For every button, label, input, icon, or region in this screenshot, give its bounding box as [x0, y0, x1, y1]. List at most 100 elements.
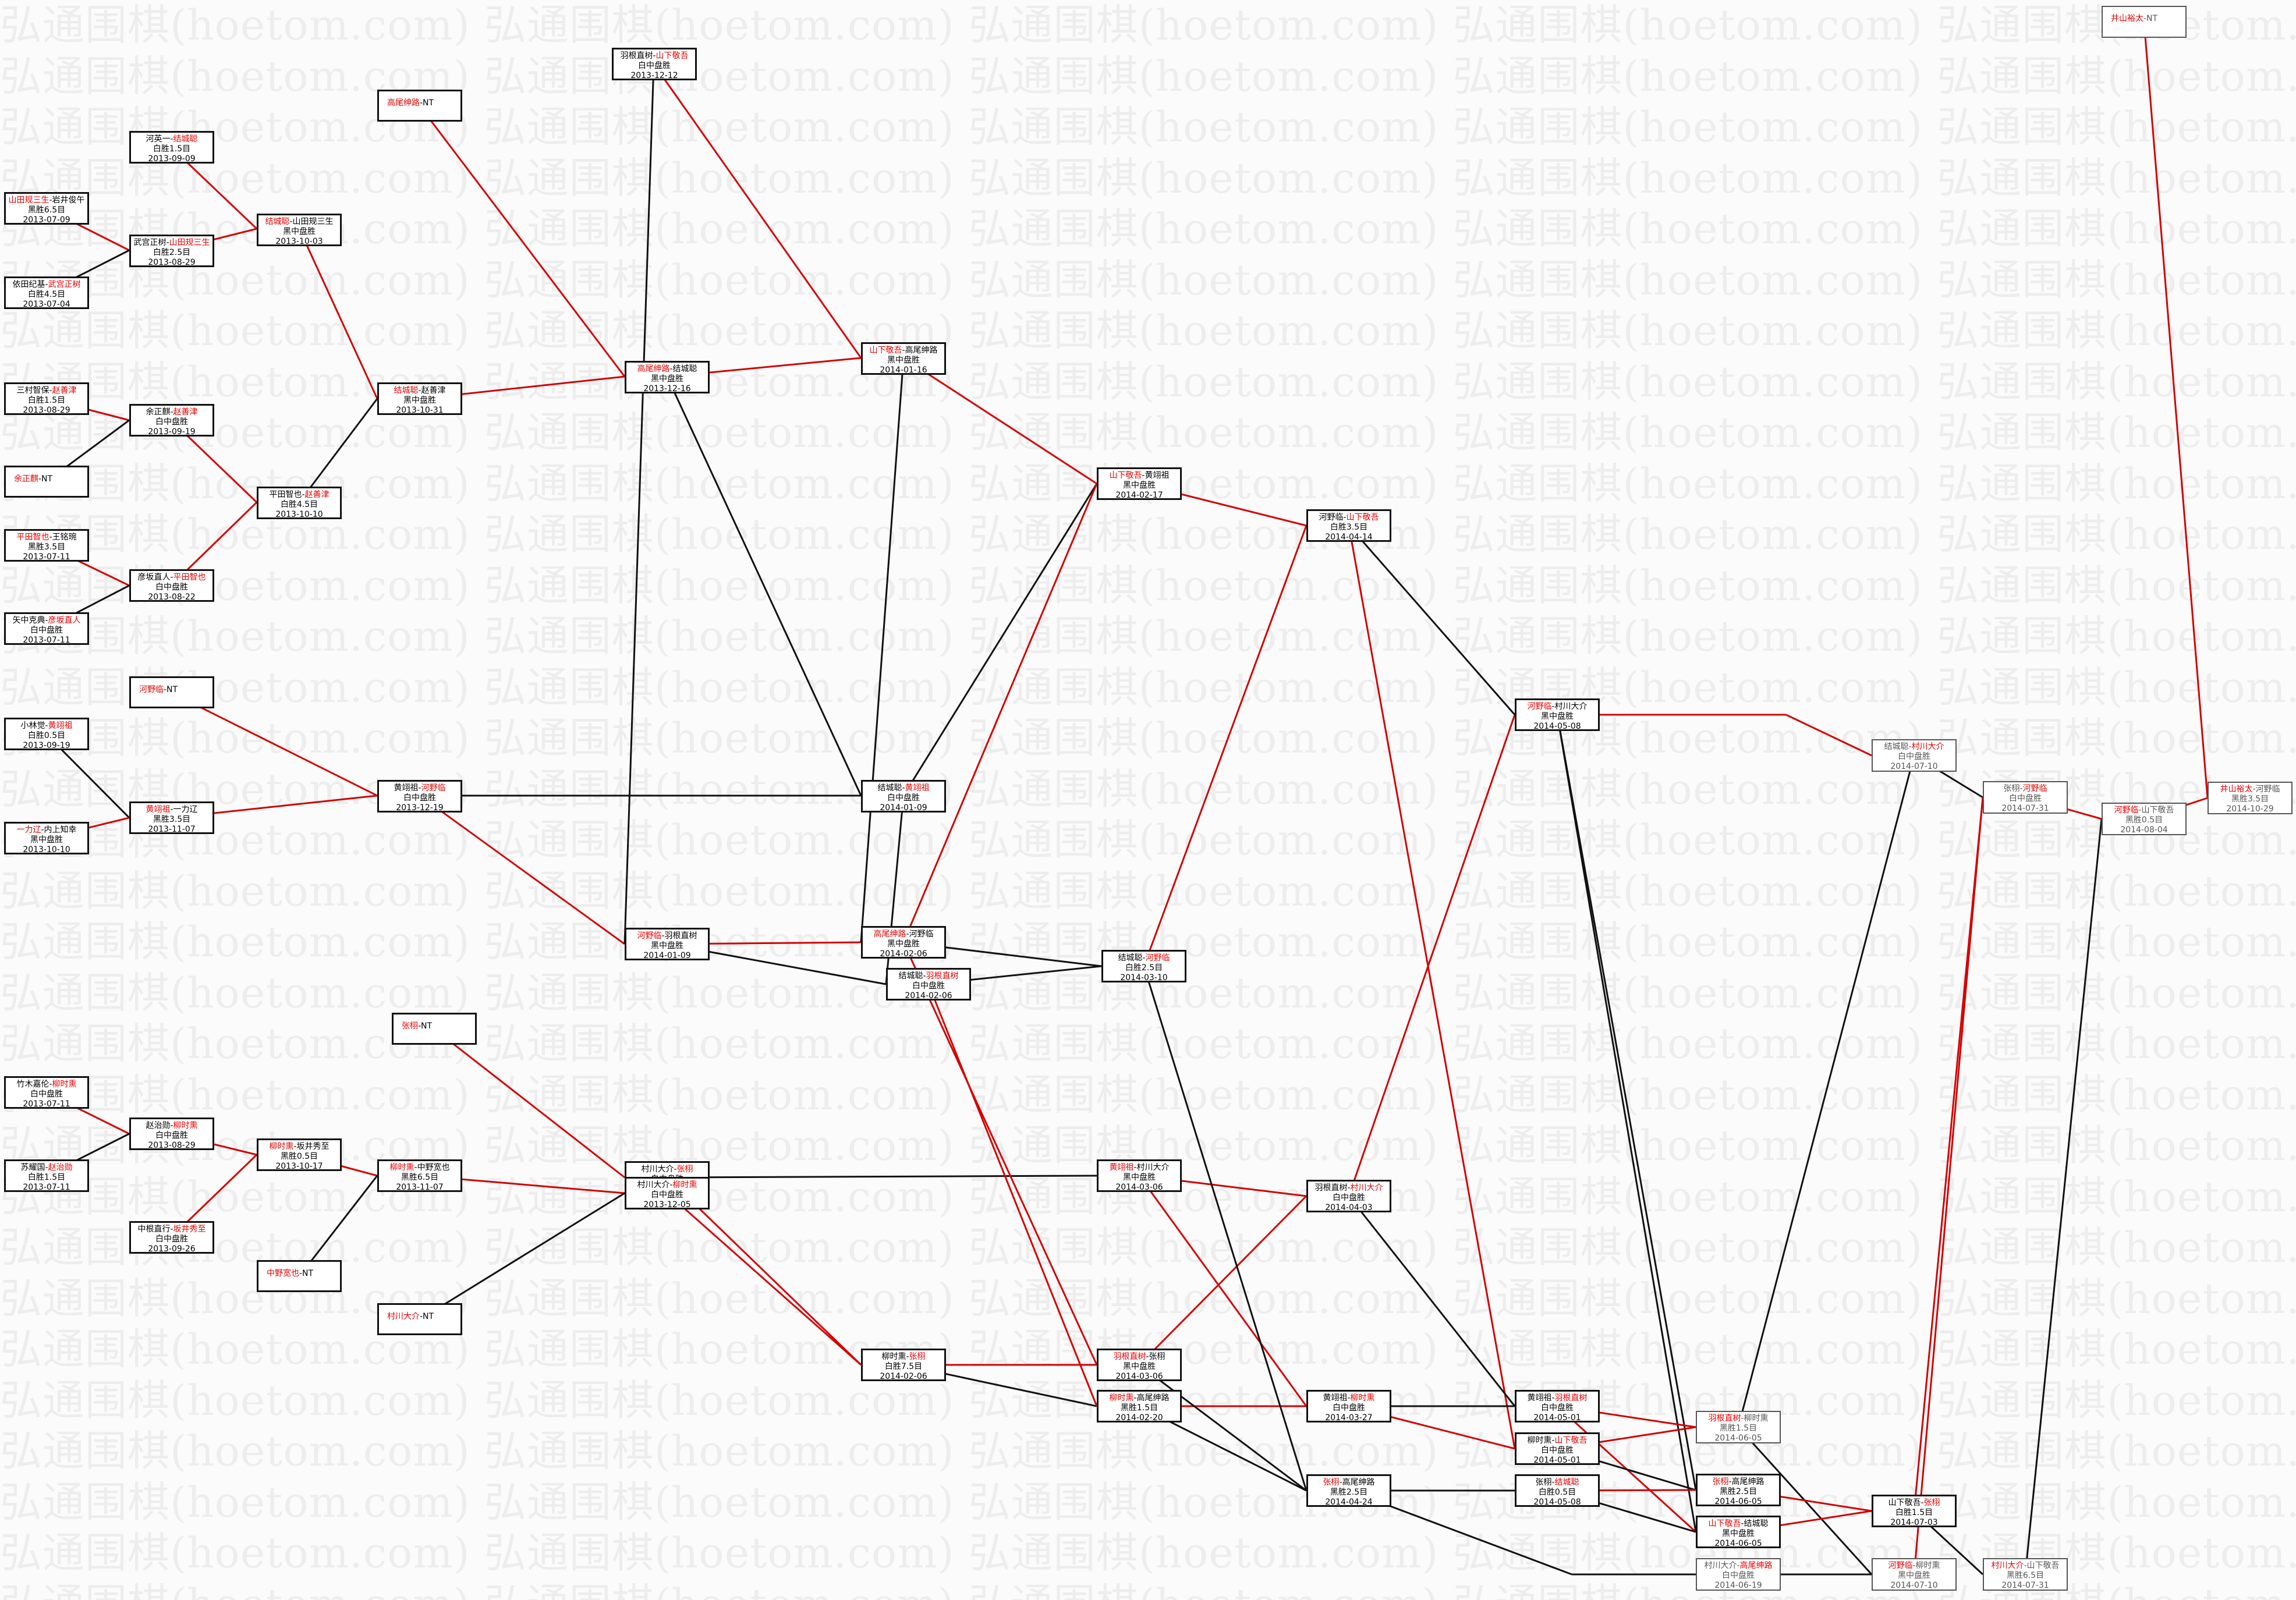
match-players: 武宫正树-山田规三生 — [131, 238, 212, 248]
player-a: 柳时熏 — [389, 1163, 414, 1172]
match-players: 柳时熏-山下敬吾 — [1517, 1436, 1598, 1446]
match-result: 黑中盘胜 — [887, 939, 920, 949]
match-date: 2014-10-29 — [2226, 804, 2274, 814]
player-a: 黄翊祖 — [1323, 1393, 1348, 1403]
player-b: 柳时熏 — [1350, 1393, 1375, 1403]
match-date: 2014-06-05 — [1714, 1434, 1762, 1443]
match-date: 2013-09-09 — [148, 154, 196, 164]
match-date: 2014-05-01 — [1533, 1456, 1581, 1465]
match-players: 羽根直树-张栩 — [1099, 1352, 1180, 1362]
separator: - — [166, 238, 169, 247]
match-players: 中野宽也-NT — [267, 1269, 340, 1279]
separator: - — [669, 1180, 673, 1190]
match-result: 黑胜3.5目 — [2231, 794, 2269, 804]
separator: - — [170, 407, 173, 417]
separator: - — [418, 783, 421, 793]
bye-label: -NT — [2143, 14, 2158, 23]
match-date: 2013-07-11 — [23, 636, 70, 645]
match-result: 黑胜6.5目 — [2006, 1571, 2045, 1580]
player-a: 张栩 — [2003, 784, 2020, 793]
player-a: 柳时熏 — [1527, 1436, 1552, 1445]
player-a: 竹木嘉伦 — [16, 1080, 49, 1089]
match-date: 2013-10-03 — [275, 237, 323, 246]
separator: - — [1908, 742, 1912, 751]
separator: - — [902, 346, 905, 355]
player-b: 张栩 — [1923, 1498, 1940, 1507]
match-date: 2013-08-29 — [148, 1141, 196, 1150]
match-date: 2014-01-09 — [643, 951, 691, 960]
player-b: 河野临 — [2255, 785, 2280, 794]
bracket-line — [298, 1175, 378, 1277]
separator: - — [1921, 1498, 1924, 1507]
match-date: 2014-04-14 — [1325, 533, 1373, 542]
match-result: 黑中盘胜 — [887, 356, 920, 365]
match-players: 中根直行-坂井秀至 — [131, 1225, 212, 1234]
match-date: 2013-07-09 — [23, 215, 70, 225]
match-players: 柳时熏-中野宽也 — [379, 1163, 460, 1173]
match-date: 2014-04-03 — [1325, 1203, 1373, 1212]
match-players: 矢中克典-彦坂直人 — [6, 616, 87, 626]
bracket-line — [903, 357, 1097, 485]
separator: - — [902, 783, 905, 793]
match-result: 黑胜1.5目 — [1120, 1403, 1158, 1413]
player-a: 苏耀国 — [20, 1163, 45, 1172]
match-players: 平田智也-赵善津 — [258, 490, 340, 500]
bye-box: 余正麒-NT — [4, 466, 89, 498]
match-result: 白胜0.5目 — [1538, 1488, 1576, 1497]
player-b: 村川大介 — [1136, 1163, 1170, 1172]
match-result: 白胜7.5目 — [884, 1362, 923, 1371]
match-date: 2013-08-22 — [148, 593, 196, 602]
player-b: 武宫正树 — [48, 280, 81, 289]
player-b: 张栩 — [909, 1352, 926, 1361]
player-b: 平田智也 — [173, 573, 206, 582]
match-players: 结城聪-村川大介 — [1873, 742, 1955, 752]
match-result: 白胜3.5目 — [1330, 523, 1368, 532]
player-a: 张栩 — [1535, 1478, 1552, 1487]
separator: - — [674, 1165, 677, 1174]
player-b: 结城聪 — [672, 364, 697, 374]
player-b: 山下敬吾 — [1346, 513, 1379, 522]
separator: - — [1741, 1519, 1744, 1528]
match-result: 白中盘胜 — [403, 793, 436, 803]
player-b: 河野临 — [421, 783, 446, 793]
player-a: 柳时熏 — [269, 1142, 294, 1151]
match-date: 2013-11-07 — [396, 1183, 444, 1192]
bracket-line — [667, 1175, 1097, 1179]
bye-label: -NT — [164, 685, 178, 694]
match-result: 黑中盘胜 — [283, 227, 316, 236]
bracket-line — [1139, 1364, 1307, 1492]
player-b: 王铭琬 — [52, 533, 77, 542]
player-b: 赵善津 — [52, 386, 77, 395]
match-result: 黑中盘胜 — [1123, 1173, 1156, 1182]
player-b: 羽根直树 — [926, 971, 959, 981]
match-players: 河野临-山下敬吾 — [2103, 806, 2185, 815]
player-b: 山田规三生 — [292, 217, 334, 226]
separator: - — [293, 1142, 297, 1151]
match-result: 黑中盘胜 — [1123, 481, 1156, 490]
match-date: 2014-07-31 — [2001, 1581, 2049, 1590]
player-a: 羽根直树 — [620, 51, 653, 61]
separator: - — [1133, 1393, 1137, 1403]
player-a: 山下敬吾 — [1888, 1498, 1921, 1507]
match-date: 2013-12-05 — [643, 1200, 691, 1209]
match-players: 井山裕太-NT — [2111, 14, 2185, 24]
match-players: 高尾绅路-河野临 — [863, 930, 944, 939]
match-result: 白胜1.5目 — [27, 396, 66, 405]
match-date: 2013-08-29 — [23, 406, 70, 415]
match-players: 结城聪-羽根直树 — [888, 971, 969, 981]
match-result: 白中盘胜 — [1541, 1446, 1574, 1455]
match-date: 2014-01-09 — [880, 803, 927, 813]
match-result: 白中盘胜 — [30, 626, 63, 635]
